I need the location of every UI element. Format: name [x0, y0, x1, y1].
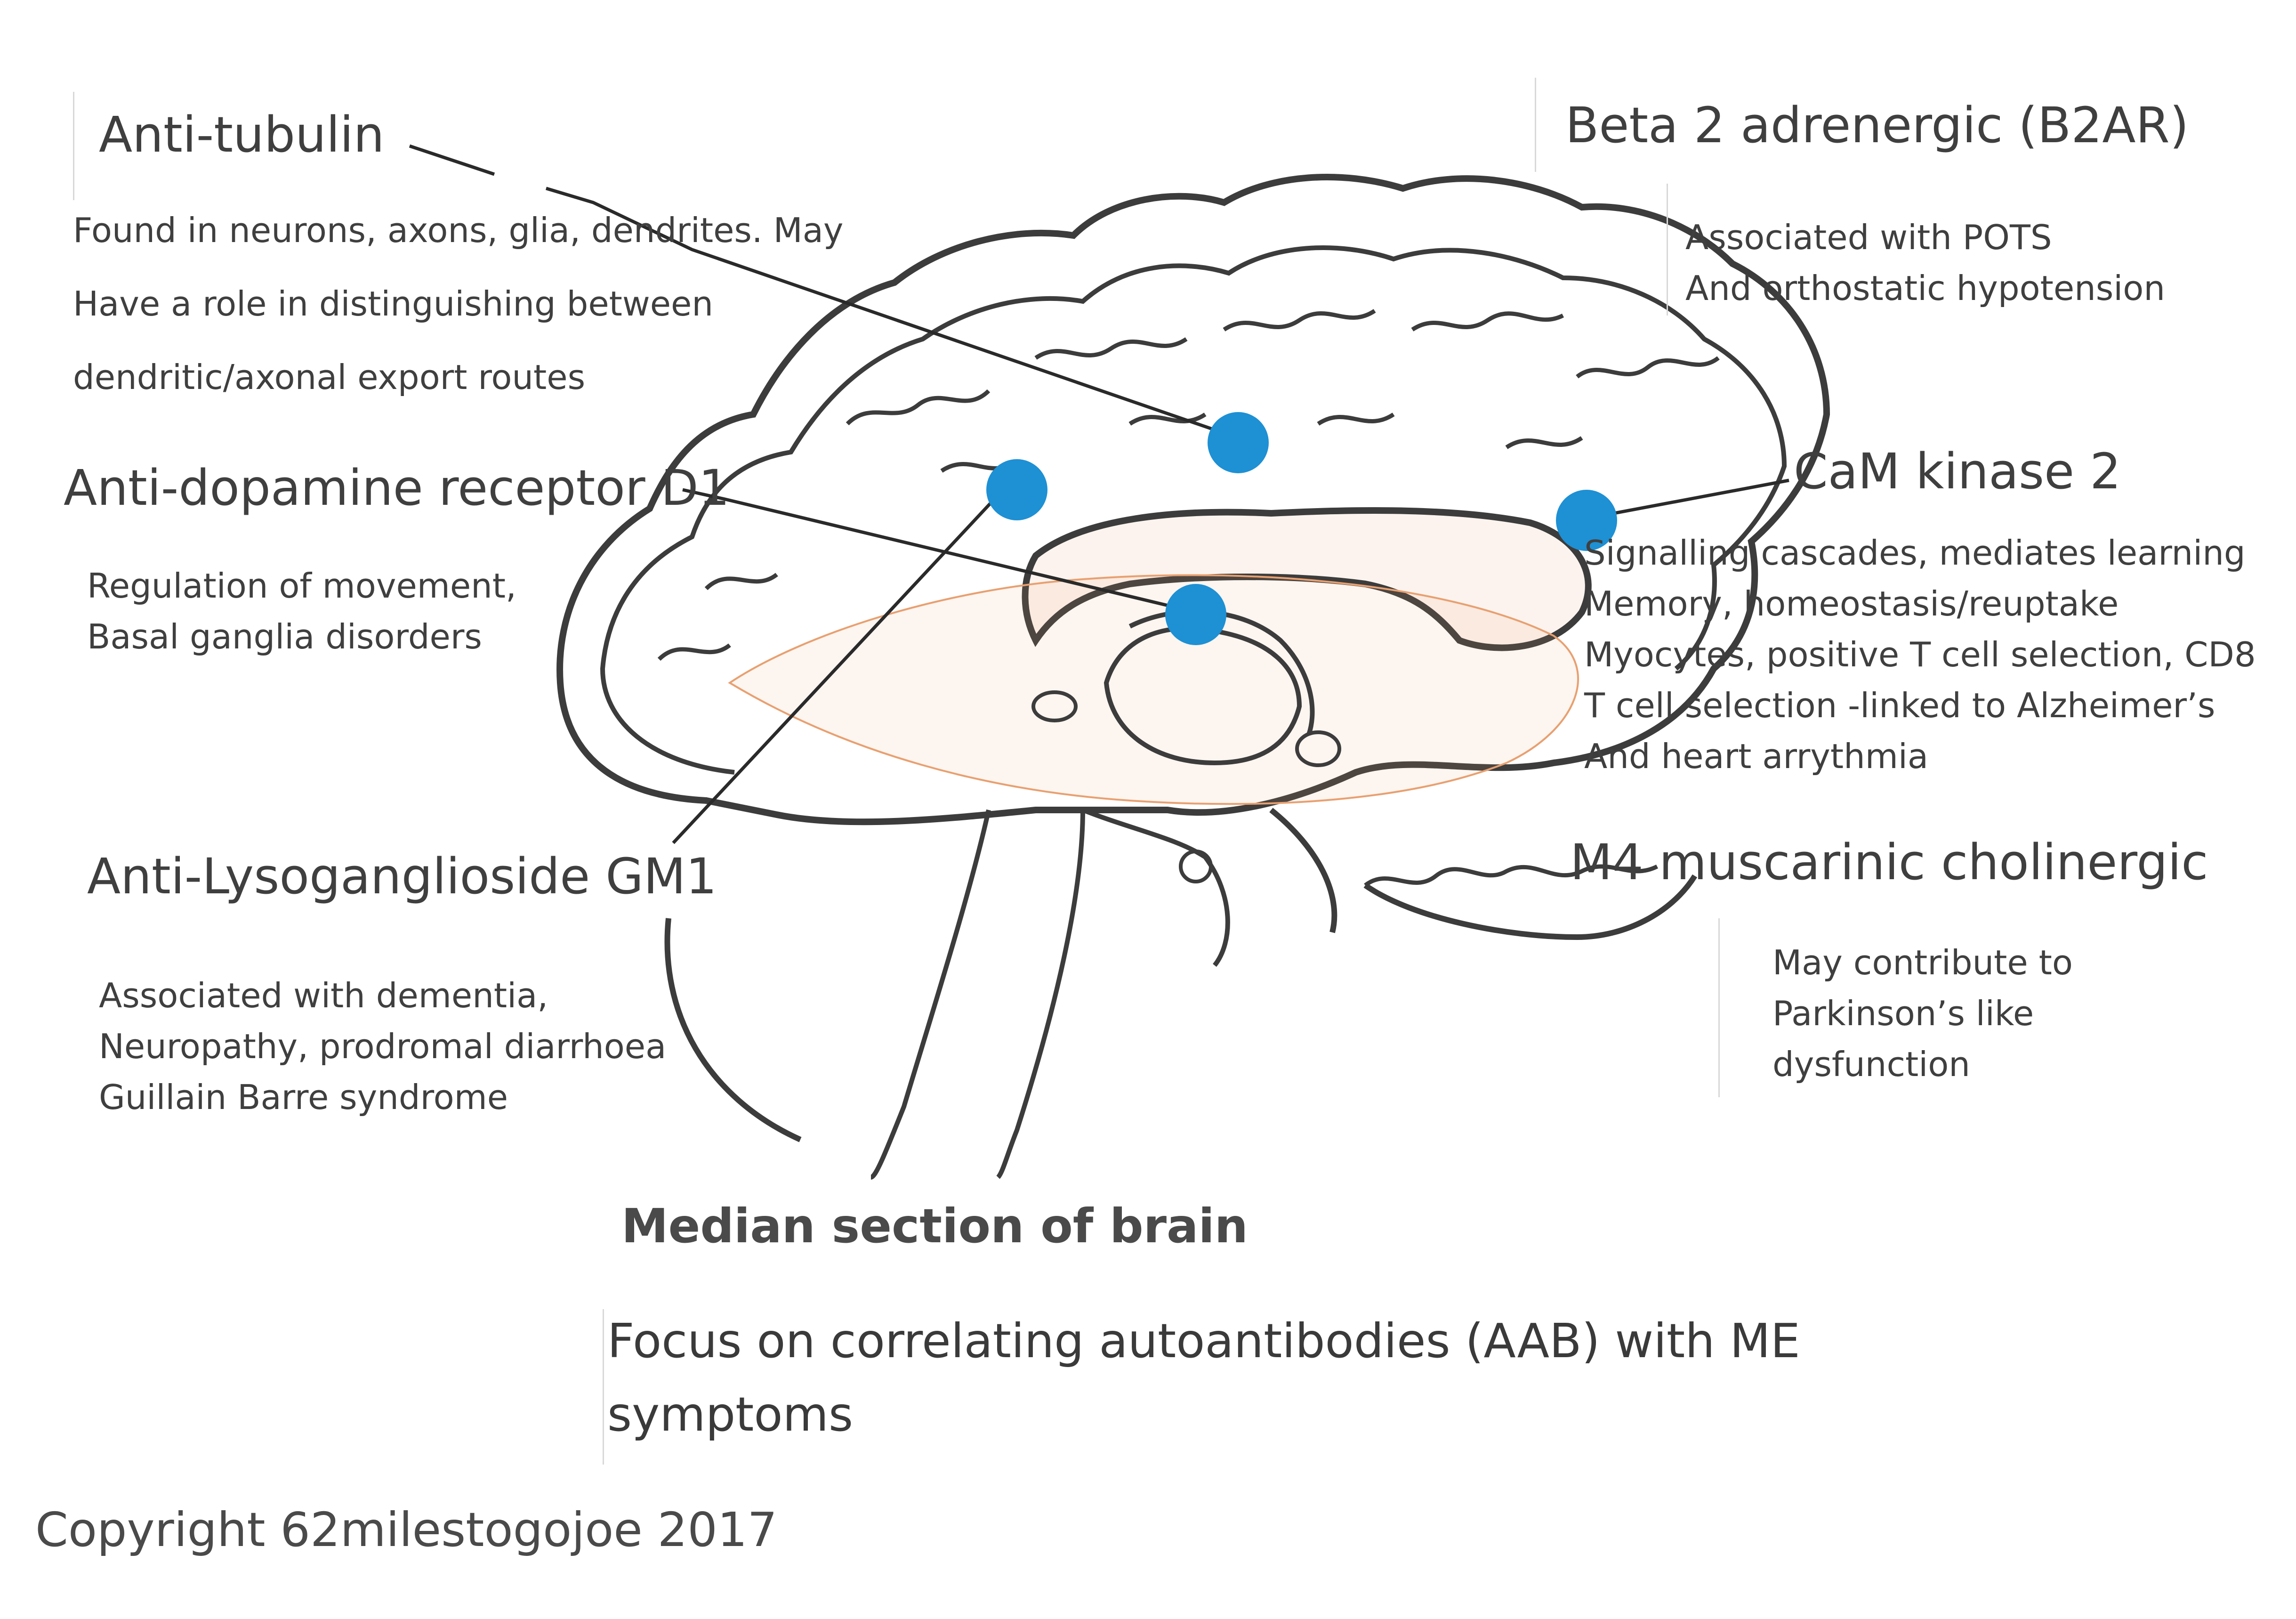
anti-lyso-line-3: Guillain Barre syndrome — [99, 1077, 508, 1117]
anti-tubulin-title: Anti-tubulin — [99, 106, 385, 163]
thalamus-outline — [1104, 626, 1302, 766]
paper-edge-mid-right — [1667, 184, 1668, 316]
anti-dopamine-title: Anti-dopamine receptor D1 — [64, 459, 730, 517]
brainstem-outline — [870, 808, 1230, 1180]
cerebrum-outline — [556, 174, 1830, 826]
marker-anti-lyso — [986, 459, 1047, 520]
orange-shading-region — [728, 574, 1579, 805]
beta2-line-1: Associated with POTS — [1685, 218, 2052, 257]
camk2-line-1: Signalling cascades, mediates learning — [1584, 533, 2246, 573]
m4-line-2: Parkinson’s like — [1772, 994, 2034, 1033]
anti-lyso-title: Anti-Lysoganglioside GM1 — [87, 848, 717, 905]
anti-tubulin-description: Found in neurons, axons, glia, dendrites… — [73, 205, 844, 403]
caption-focus-line-2: symptoms — [607, 1387, 854, 1442]
camk2-title: CaM kinase 2 — [1794, 443, 2121, 500]
corpus-callosum — [1022, 507, 1592, 651]
leader-line-anti-tubulin — [409, 144, 1239, 440]
copyright-notice: Copyright 62milestogojoe 2017 — [35, 1502, 778, 1557]
m4-line-1: May contribute to — [1772, 943, 2073, 982]
anti-dopamine-description: Regulation of movement, Basal ganglia di… — [87, 560, 516, 662]
camk2-line-5: And heart arrythmia — [1584, 737, 1929, 776]
anti-tubulin-line-3: dendritic/axonal export routes — [73, 357, 586, 397]
caption-focus-line-1: Focus on correlating autoantibodies (AAB… — [607, 1313, 1800, 1368]
anti-tubulin-line-2: Have a role in distinguishing between — [73, 284, 713, 324]
m4-line-3: dysfunction — [1772, 1044, 1970, 1084]
caption-title: Median section of brain — [621, 1198, 1248, 1254]
camk2-line-2: Memory, homeostasis/reuptake — [1584, 584, 2119, 623]
beta2-title: Beta 2 adrenergic (B2AR) — [1565, 97, 2189, 154]
gyri-lines — [657, 309, 1720, 661]
marker-anti-tubulin — [1208, 412, 1269, 473]
pituitary-outline — [1179, 850, 1213, 883]
anti-tubulin-line-1: Found in neurons, axons, glia, dendrites… — [73, 210, 844, 250]
marker-camk2 — [1556, 490, 1617, 551]
optic-structure — [1031, 690, 1078, 722]
cerebellum-folia — [1364, 864, 1659, 887]
paper-edge-bottom — [603, 1309, 604, 1465]
anti-dopamine-line-2: Basal ganglia disorders — [87, 617, 482, 656]
camk2-line-3: Myocytes, positive T cell selection, CD8 — [1584, 635, 2256, 674]
anti-lyso-description: Associated with dementia, Neuropathy, pr… — [99, 970, 666, 1123]
paper-edge-right — [1535, 78, 1536, 172]
leader-line-camk2 — [1588, 478, 1789, 520]
m4-title: M4 muscarinic cholinergic — [1570, 834, 2208, 891]
cerebrum-inner-outline — [600, 245, 1787, 775]
cerebellum-outline — [664, 808, 1698, 1142]
caption-focus: Focus on correlating autoantibodies (AAB… — [607, 1304, 1800, 1451]
paper-edge-lower-right — [1718, 918, 1720, 1097]
camk2-line-4: T cell selection -linked to Alzheimer’s — [1584, 686, 2215, 725]
beta2-line-2: And orthostatic hypotension — [1685, 268, 2165, 308]
anti-lyso-line-1: Associated with dementia, — [99, 976, 548, 1015]
marker-anti-dopamine — [1165, 584, 1226, 645]
mammillary-body — [1295, 730, 1341, 767]
camk2-description: Signalling cascades, mediates learning M… — [1584, 527, 2256, 782]
paper-edge-top-left — [73, 92, 74, 200]
leader-line-anti-lyso — [672, 484, 1009, 844]
leader-line-anti-dopamine — [682, 488, 1196, 614]
m4-description: May contribute to Parkinson’s like dysfu… — [1772, 937, 2073, 1090]
beta2-description: Associated with POTS And orthostatic hyp… — [1685, 212, 2165, 314]
anti-lyso-line-2: Neuropathy, prodromal diarrhoea — [99, 1027, 667, 1066]
anti-dopamine-line-1: Regulation of movement, — [87, 566, 516, 606]
